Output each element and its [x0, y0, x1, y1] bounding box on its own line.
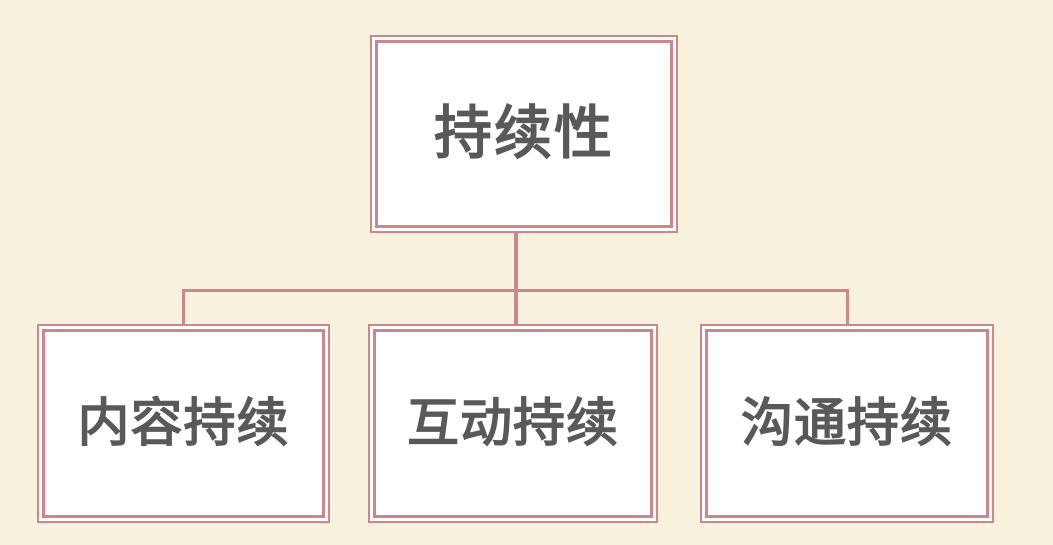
node-child-interaction-label: 互动持续: [406, 394, 619, 453]
node-child-communication[interactable]: 沟通持续: [700, 324, 994, 523]
node-child-interaction[interactable]: 互动持续: [368, 324, 658, 523]
node-child-interaction-frame: 互动持续: [373, 329, 653, 518]
node-root[interactable]: 持续性: [370, 35, 678, 233]
node-child-content-frame: 内容持续: [42, 329, 325, 518]
connector-horizontal-rail: [182, 289, 849, 292]
connector-stub-right-child: [846, 289, 849, 325]
node-child-content[interactable]: 内容持续: [37, 324, 330, 523]
node-child-content-label: 内容持续: [77, 394, 290, 453]
node-child-communication-label: 沟通持续: [740, 394, 953, 453]
connector-stub-left-child: [182, 289, 185, 325]
node-root-label: 持续性: [433, 101, 614, 166]
node-root-frame: 持续性: [375, 40, 673, 228]
node-child-communication-frame: 沟通持续: [705, 329, 989, 518]
connector-root-to-children: [514, 233, 518, 324]
